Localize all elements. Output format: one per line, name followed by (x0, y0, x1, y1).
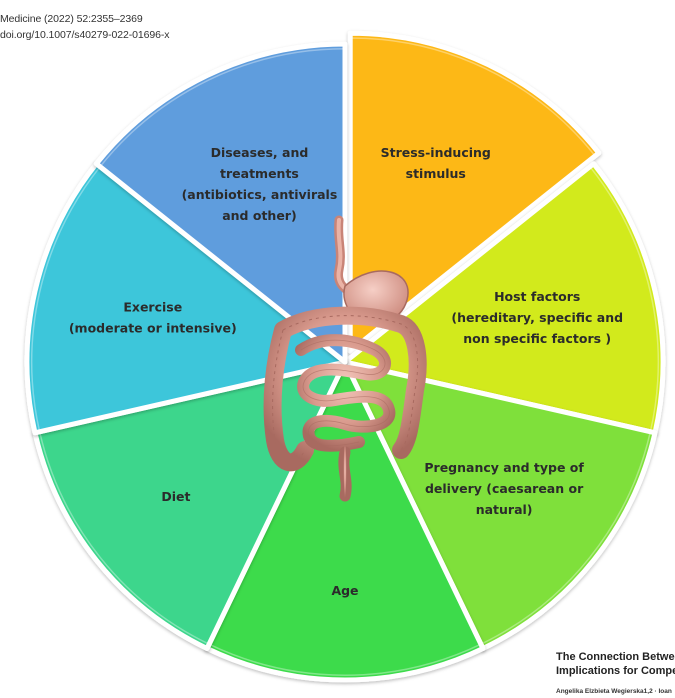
label-stress-line-0: Stress-inducing (381, 145, 491, 160)
label-pregnancy-line-0: Pregnancy and type of (424, 460, 584, 475)
label-host-line-2: non specific factors ) (463, 331, 611, 346)
label-pregnancy-line-1: delivery (caesarean or (425, 481, 584, 496)
label-diseases-line-0: Diseases, and (211, 145, 309, 160)
label-diet-line-0: Diet (161, 489, 190, 504)
label-diet: Diet (161, 489, 190, 504)
article-title-line-2: Implications for Competi (556, 665, 675, 677)
label-diseases-line-1: treatments (220, 166, 299, 181)
label-host-line-1: (hereditary, specific and (451, 310, 623, 325)
label-diseases-line-2: (antibiotics, antivirals (182, 187, 338, 202)
label-age-line-0: Age (331, 583, 358, 598)
label-age: Age (331, 583, 358, 598)
label-host-line-0: Host factors (494, 289, 580, 304)
label-exercise-line-0: Exercise (123, 300, 182, 315)
label-diseases-line-3: and other) (222, 208, 296, 223)
label-exercise-line-1: (moderate or intensive) (69, 321, 237, 336)
article-title-line-1: The Connection Between (556, 651, 675, 663)
article-authors: Angelika Elzbieta Wegierska1,2 · Ioan (556, 688, 672, 695)
label-pregnancy-line-2: natural) (476, 502, 533, 517)
label-stress-line-1: stimulus (406, 166, 466, 181)
